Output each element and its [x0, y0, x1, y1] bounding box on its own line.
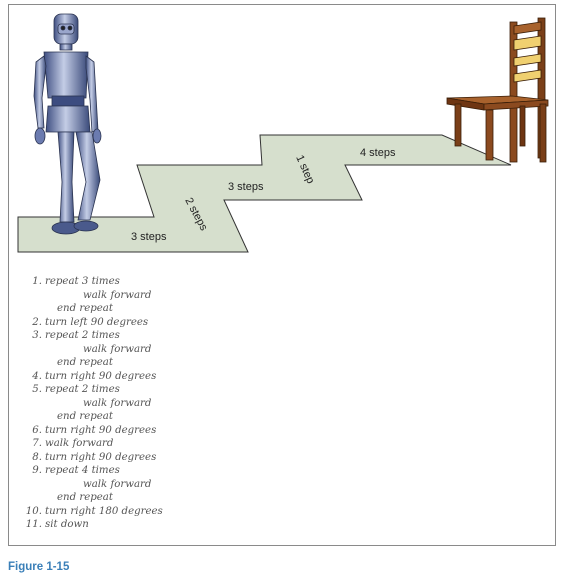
program-line: 11.sit down	[14, 518, 163, 532]
program-line-text: repeat 4 times	[45, 465, 120, 476]
program-line: end repeat	[14, 356, 163, 370]
program-line-text: walk forward	[83, 343, 152, 355]
program-line-text: end repeat	[57, 492, 113, 503]
robot-figure	[33, 13, 102, 235]
program-line: end repeat	[14, 491, 163, 505]
program-line: walk forward	[14, 478, 163, 492]
program-line-number: 1.	[32, 276, 42, 287]
chair-figure	[446, 17, 549, 163]
program-line-number: 11.	[25, 519, 42, 530]
program-line-number: 4.	[32, 370, 42, 382]
program-line: end repeat	[14, 302, 163, 316]
walkway-path	[17, 134, 512, 253]
program-line-number: 2.	[32, 316, 42, 328]
figure-caption: Figure 1-15	[8, 561, 70, 573]
program-line: 8.turn right 90 degrees	[14, 451, 163, 465]
program-line: 7.walk forward	[14, 437, 163, 451]
program-line-text: end repeat	[57, 411, 113, 422]
program-line-number: 10.	[25, 505, 42, 517]
program-line-text: walk forward	[83, 478, 152, 490]
program-line: 10.turn right 180 degrees	[14, 505, 163, 519]
program-line-text: turn left 90 degrees	[45, 316, 149, 328]
program-line-text: repeat 2 times	[45, 330, 120, 341]
figure-frame	[8, 4, 556, 546]
program-line: 3.repeat 2 times	[14, 329, 163, 343]
program-line-text: walk forward	[83, 397, 152, 409]
path-label-3-steps-second: 3 steps	[228, 181, 264, 193]
program-line: walk forward	[14, 343, 163, 357]
program-line-number: 3.	[32, 330, 42, 341]
program-line: 6.turn right 90 degrees	[14, 424, 163, 438]
program-line: walk forward	[14, 397, 163, 411]
program-line-text: repeat 2 times	[45, 384, 120, 395]
program-line: 1.repeat 3 times	[14, 275, 163, 289]
program-line-number: 8.	[32, 451, 42, 463]
path-label-3-steps-first: 3 steps	[131, 231, 167, 243]
program-line-text: walk forward	[83, 289, 152, 301]
program-line-number: 9.	[32, 465, 42, 476]
program-line-text: end repeat	[57, 303, 113, 314]
program-line-number: 6.	[32, 424, 42, 436]
program-line-text: turn right 180 degrees	[45, 505, 163, 517]
program-line-number: 7.	[32, 438, 42, 449]
program-line: end repeat	[14, 410, 163, 424]
program-line-text: turn right 90 degrees	[45, 370, 157, 382]
program-line-text: walk forward	[45, 438, 114, 449]
program-line-text: turn right 90 degrees	[45, 451, 157, 463]
program-line: walk forward	[14, 289, 163, 303]
program-line-text: sit down	[45, 519, 89, 530]
path-label-4-steps: 4 steps	[360, 147, 396, 159]
program-line: 5.repeat 2 times	[14, 383, 163, 397]
program-line-text: end repeat	[57, 357, 113, 368]
program-line-text: turn right 90 degrees	[45, 424, 157, 436]
diagram-scene: 3 steps 2 steps 3 steps 1 step 4 steps	[17, 13, 549, 253]
program-line-text: repeat 3 times	[45, 276, 120, 287]
program-line: 2.turn left 90 degrees	[14, 316, 163, 330]
program-line: 4.turn right 90 degrees	[14, 370, 163, 384]
program-line-number: 5.	[32, 384, 42, 395]
program-line: 9.repeat 4 times	[14, 464, 163, 478]
